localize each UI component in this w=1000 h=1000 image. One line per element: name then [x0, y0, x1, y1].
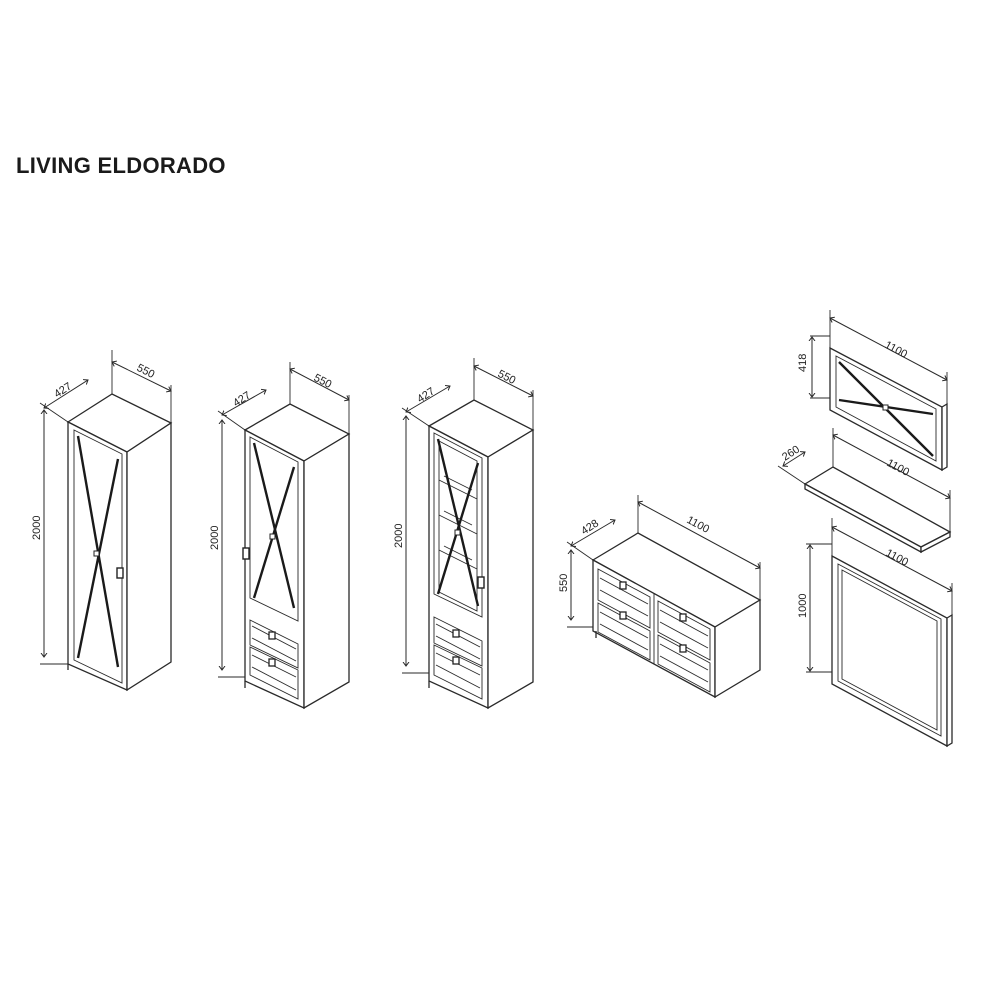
cabinet-2-width: 550	[312, 372, 334, 391]
cabinet-2-height: 2000	[209, 526, 221, 550]
mirror-height: 1000	[797, 594, 809, 618]
chest-height: 550	[558, 574, 570, 592]
cabinet-3-depth: 427	[415, 385, 437, 405]
cabinet-3: 427 550 2000	[393, 358, 535, 710]
cabinet-1-width: 550	[135, 362, 157, 381]
chest-depth: 428	[579, 517, 601, 537]
wall-panel-width: 1100	[883, 339, 910, 361]
cabinet-1-depth: 427	[52, 380, 74, 400]
chest-width: 1100	[685, 514, 712, 536]
diagram-title: LIVING ELDORADO	[16, 153, 226, 178]
wall-panel-height: 418	[797, 354, 809, 372]
cabinet-1-height: 2000	[31, 516, 43, 540]
cabinet-3-width: 550	[496, 368, 518, 387]
shelf-depth: 260	[780, 443, 802, 463]
cabinet-2: 427 550 2000	[209, 362, 351, 710]
shelf-width: 1100	[885, 457, 912, 479]
cabinet-1: 427 550 2000	[31, 350, 173, 692]
cabinet-3-height: 2000	[393, 524, 405, 548]
mirror-width: 1100	[884, 547, 911, 569]
mirror: 1100 1000	[797, 518, 952, 748]
cabinet-2-depth: 427	[231, 389, 253, 409]
chest: 428 1100 550	[558, 495, 762, 699]
wall-panel: 1100 418	[797, 310, 947, 472]
